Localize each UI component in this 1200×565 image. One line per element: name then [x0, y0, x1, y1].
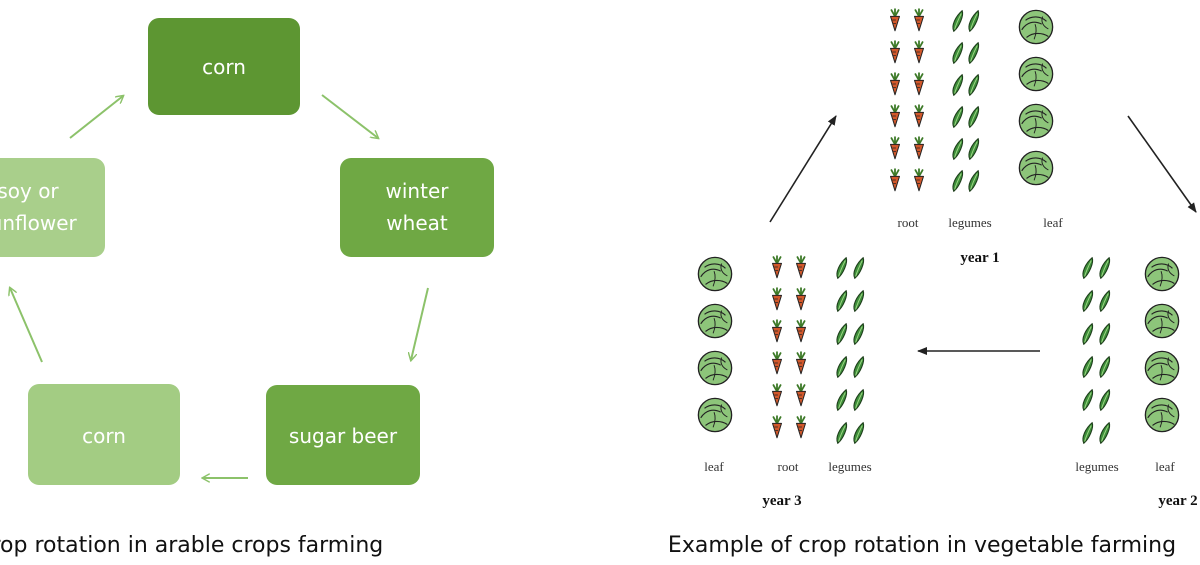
box-label-line1: soy or [0, 179, 59, 203]
box-winter-wheat: winter wheat [340, 158, 494, 257]
year-label: year 1 [960, 250, 999, 266]
arrow-year1-to-year2 [1127, 115, 1197, 213]
root-column [771, 255, 807, 439]
arable-rotation-diagram: corn winter wheat sugar beer corn soy or… [0, 18, 494, 558]
legumes-column [952, 10, 980, 192]
arrow-wheat-to-beet [411, 287, 429, 360]
root-column [889, 8, 925, 192]
column-label: legumes [948, 215, 991, 230]
leaf-column [1144, 256, 1180, 433]
box-label-line2: wheat [386, 211, 448, 235]
box-label: corn [82, 424, 126, 448]
column-label: leaf [704, 459, 724, 474]
arrow-soy-to-corn [69, 96, 123, 139]
vegetable-caption: Example of crop rotation in vegetable fa… [668, 533, 1176, 558]
arrow-corn-to-wheat [321, 94, 378, 138]
arrow-corn-to-soy [10, 288, 43, 363]
year-label: year 3 [762, 493, 801, 509]
year-3-group: leaf root legumes year 3 [697, 255, 872, 509]
year-label: year 2 [1158, 493, 1197, 509]
year-2-group: legumes leaf year 2 [1075, 256, 1198, 509]
arrow-year3-to-year1 [769, 115, 837, 223]
column-label: legumes [1075, 459, 1118, 474]
column-label: leaf [1043, 215, 1063, 230]
arable-caption: Example of crop rotation in arable crops… [0, 533, 383, 558]
leaf-column [697, 256, 733, 433]
box-label: sugar beer [289, 424, 398, 448]
leaf-column [1018, 9, 1054, 186]
column-label: leaf [1155, 459, 1175, 474]
column-label: root [898, 215, 919, 230]
box-label-line1: winter [386, 179, 450, 203]
year-1-group: root legumes leaf year 1 [889, 8, 1063, 266]
column-label: root [778, 459, 799, 474]
box-label-line2: sunflower [0, 211, 78, 235]
column-label: legumes [828, 459, 871, 474]
box-corn-top: corn [148, 18, 300, 115]
box-sugar-beer: sugar beer [266, 385, 420, 485]
box-soy-sunflower: soy or sunflower [0, 158, 105, 257]
vegetable-rotation-diagram: root legumes leaf year 1 [668, 8, 1198, 558]
legumes-column [836, 257, 865, 444]
box-corn-bottom: corn [28, 384, 180, 485]
legumes-column [1082, 257, 1111, 444]
box-label: corn [202, 55, 246, 79]
